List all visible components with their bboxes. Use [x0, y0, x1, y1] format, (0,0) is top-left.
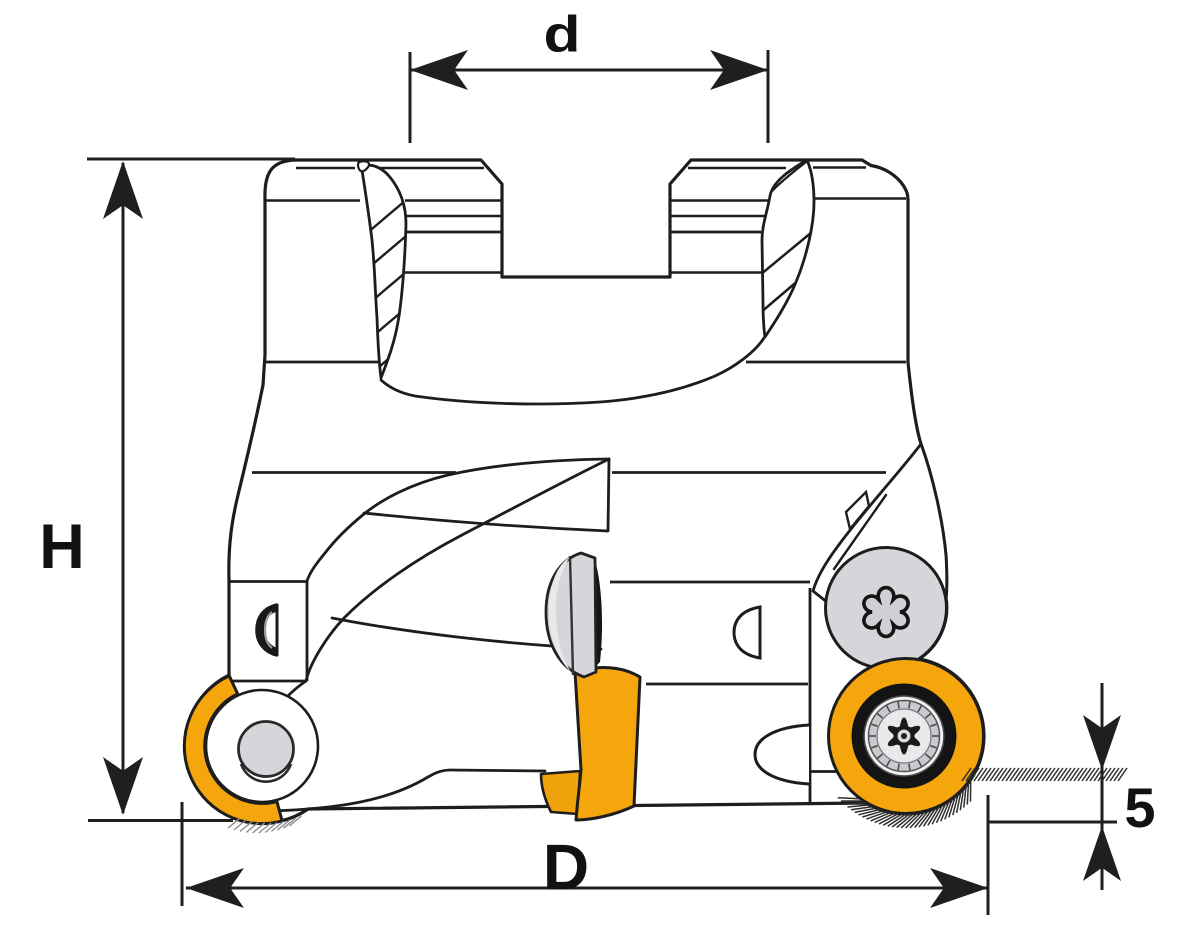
svg-text:d: d — [544, 6, 581, 63]
svg-text:5: 5 — [1124, 776, 1155, 839]
svg-text:D: D — [543, 831, 589, 903]
svg-text:H: H — [39, 512, 85, 582]
